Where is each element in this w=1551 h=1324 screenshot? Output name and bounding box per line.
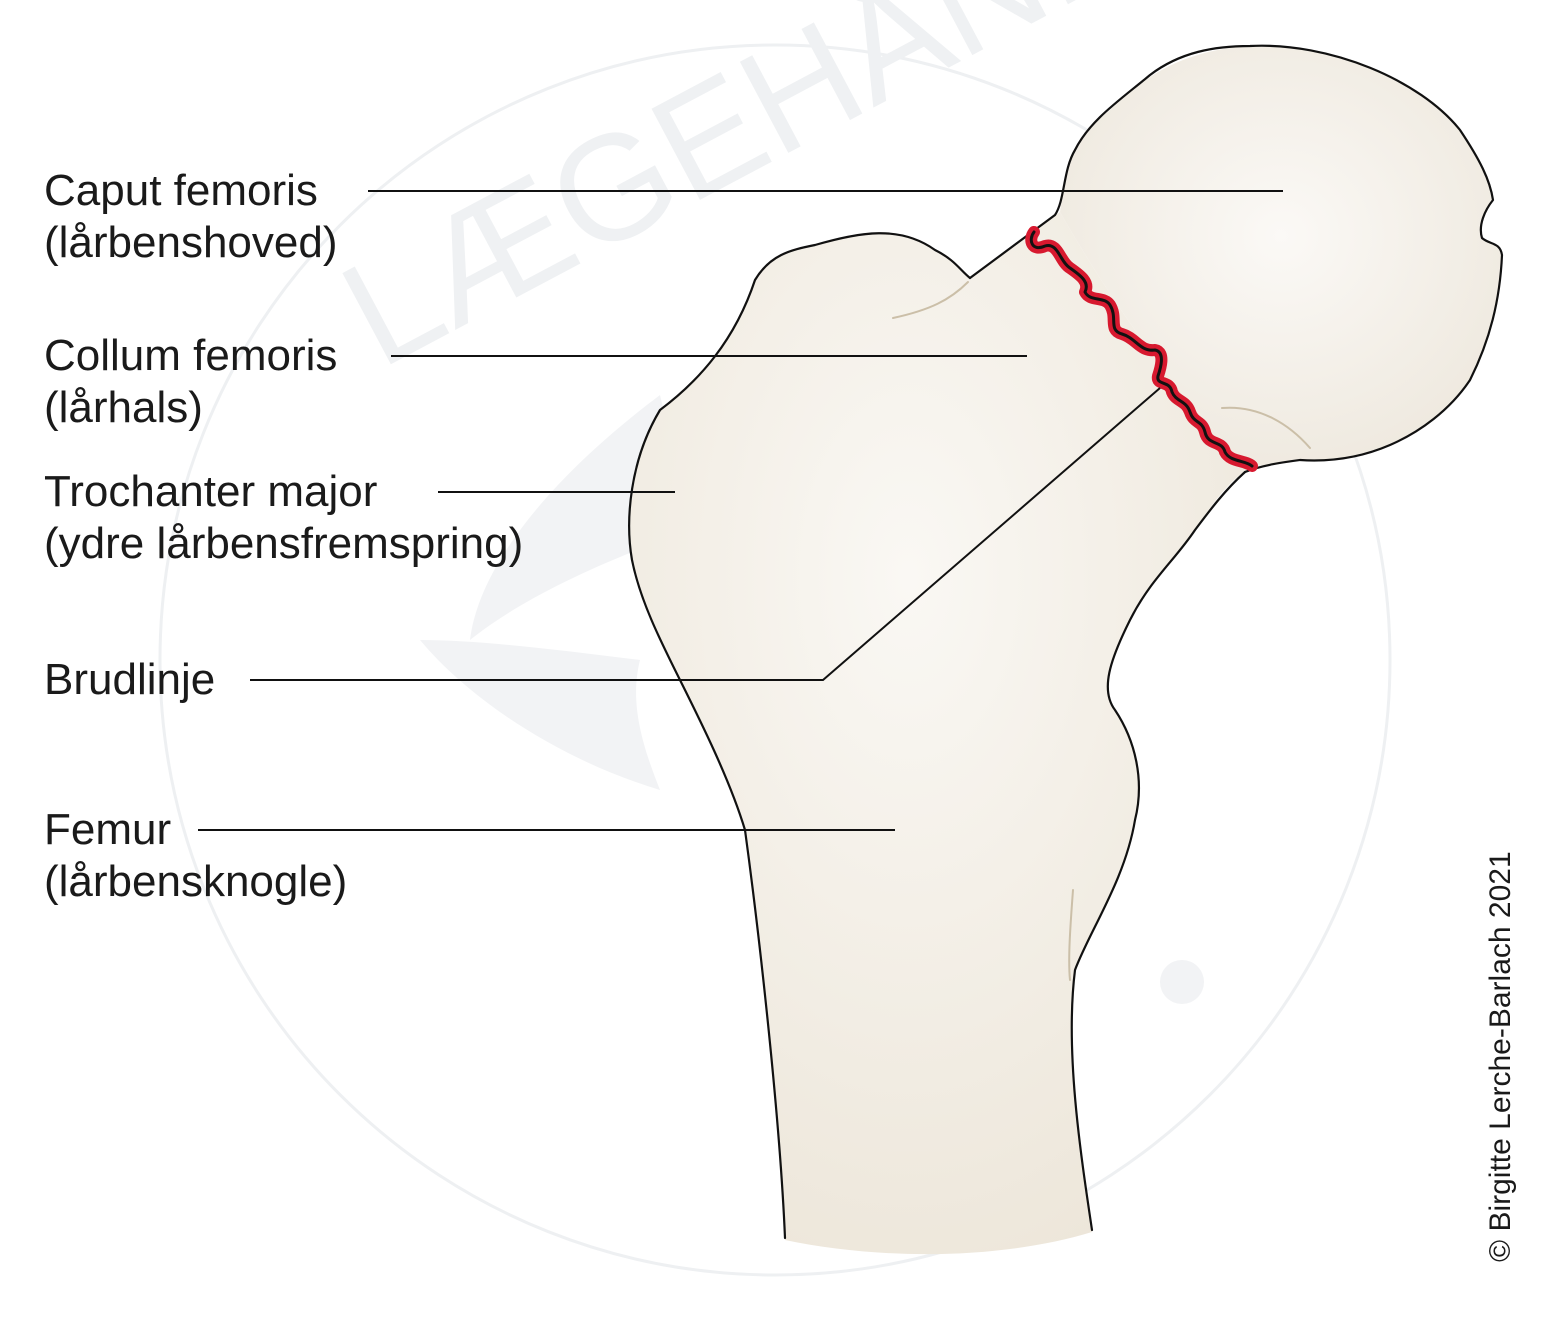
- watermark-logo: [158, 43, 1392, 1277]
- label-brud-line1: Brudlinje: [44, 655, 216, 704]
- label-collum-line2: (lårhals): [44, 383, 203, 432]
- label-collum-femoris: Collum femoris (lårhals): [44, 330, 337, 434]
- label-caput-femoris: Caput femoris (lårbenshoved): [44, 165, 338, 269]
- label-collum-line1: Collum femoris: [44, 331, 338, 380]
- label-femur-line2: (lårbensknogle): [44, 857, 348, 906]
- label-trochanter-line1: Trochanter major: [44, 467, 378, 516]
- label-femur-line1: Femur: [44, 805, 172, 854]
- bone-inner-contours: [892, 281, 1311, 981]
- bone-outline: [628, 44, 1504, 1240]
- copyright-notice: © Birgitte Lerche-Barlach 2021: [1484, 851, 1517, 1262]
- femur-bone: [629, 212, 1250, 1255]
- femoral-head: [1060, 45, 1502, 468]
- fracture-line: [1025, 226, 1258, 472]
- label-caput-line2: (lårbenshoved): [44, 218, 338, 267]
- label-caput-line1: Caput femoris: [44, 166, 318, 215]
- label-brudlinje: Brudlinje: [44, 654, 215, 706]
- label-trochanter-line2: (ydre lårbensfremspring): [44, 519, 524, 568]
- label-trochanter-major: Trochanter major (ydre lårbensfremspring…: [44, 466, 523, 570]
- label-femur: Femur (lårbensknogle): [44, 804, 347, 908]
- leader-lines: [198, 190, 1283, 831]
- leader-line-brud: [250, 387, 1161, 681]
